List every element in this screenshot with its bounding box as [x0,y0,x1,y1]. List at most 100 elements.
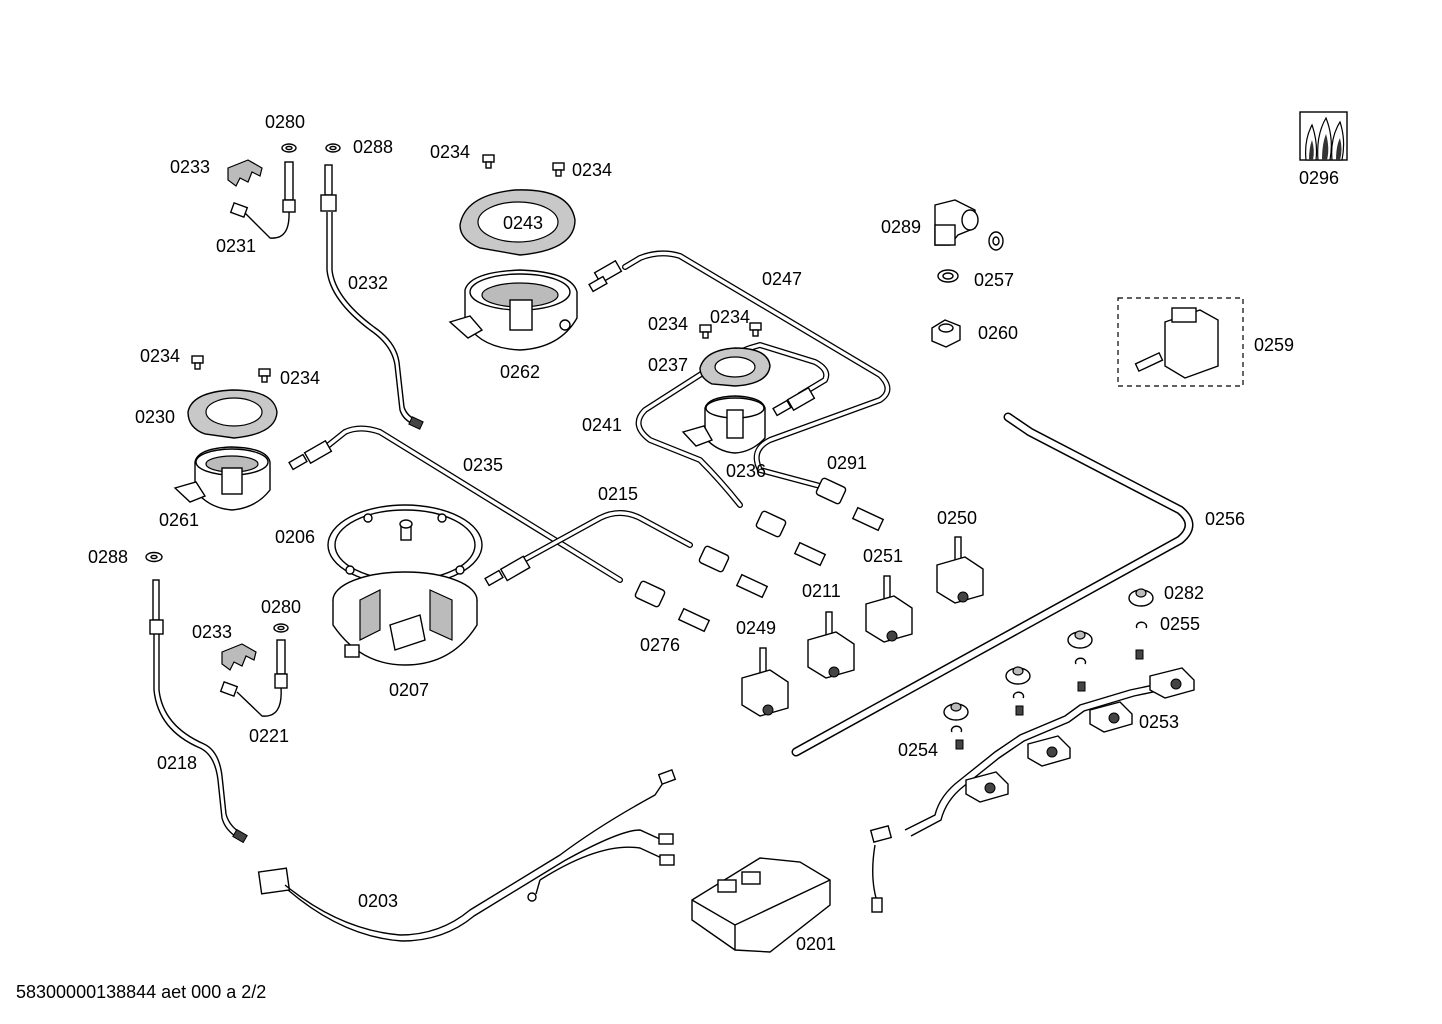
label-0234-b: 0234 [572,160,612,180]
fitting-0207-inlet [484,555,531,587]
burner-cup-0261 [173,446,271,511]
label-0234-c: 0234 [648,314,688,334]
injector-0249 [735,573,769,599]
label-0288-left: 0288 [88,547,128,567]
gas-valve-0251 [865,575,913,643]
label-0201: 0201 [796,934,836,954]
label-0282: 0282 [1164,583,1204,603]
injector-0211 [793,541,827,567]
label-0255: 0255 [1160,614,1200,634]
label-0276: 0276 [640,635,680,655]
label-0250: 0250 [937,508,977,528]
label-0234-f: 0234 [280,368,320,388]
nut-0215-end [698,545,730,573]
label-0237: 0237 [648,355,688,375]
label-0236: 0236 [726,461,766,481]
washer-0280-top [281,143,297,153]
spring-0254-d [955,739,964,750]
fitting-0261-inlet [288,439,333,471]
nut-0260 [931,319,961,348]
label-0249: 0249 [736,618,776,638]
bezel-0282-d [943,702,969,721]
label-0206: 0206 [275,527,315,547]
label-0262: 0262 [500,362,540,382]
spring-0254-b [1077,681,1086,692]
gasket-0230 [187,389,278,439]
screw-0234-b [552,162,565,177]
burner-base-0207 [332,571,478,666]
gas-valve-0250 [936,536,984,604]
clip-0233-top [227,159,263,187]
spring-0254-a [1135,649,1144,660]
label-0207: 0207 [389,680,429,700]
nut-0291 [815,477,847,505]
ignition-electrode-0221 [219,639,288,717]
ignition-switch-harness-0253 [869,667,1195,913]
label-0218: 0218 [157,753,197,773]
label-0233-bottom: 0233 [192,622,232,642]
label-0291: 0291 [827,453,867,473]
label-0232: 0232 [348,273,388,293]
label-0231: 0231 [216,236,256,256]
gas-valve-0211 [807,611,855,679]
bezel-0282-b [1067,630,1093,649]
label-0235: 0235 [463,455,503,475]
seal-ring-0289 [988,231,1004,251]
document-id: 58300000138844 aet 000 a 2/2 [16,982,266,1002]
label-0234-d: 0234 [710,307,750,327]
gas-valve-0249 [741,647,789,717]
gasket-0237 [699,347,771,387]
gas-pipe-0215 [517,510,693,565]
washer-0288-top [325,143,341,153]
bezel-0282-a [1128,588,1154,607]
injector-0251 [851,506,885,532]
circlip-0255-b [1074,657,1087,665]
label-0259: 0259 [1254,335,1294,355]
thermocouple-0232 [320,164,424,430]
circlip-0255-a [1135,621,1148,629]
gas-pipe-0235 [322,425,623,583]
flame-symbol-0296 [1299,111,1348,161]
nut-0235-end [634,580,666,608]
label-0211: 0211 [802,581,841,601]
gas-pipe-0256 [791,412,1194,757]
screw-0234-e [191,355,204,370]
elbow-connector-0289 [934,199,979,246]
label-0260: 0260 [978,323,1018,343]
label-0241: 0241 [582,415,622,435]
label-0233-top: 0233 [170,157,210,177]
clip-0233-bottom [221,643,257,671]
wiring-harness-0203 [257,769,677,942]
label-0280-bottom: 0280 [261,597,301,617]
gasket-0243 [459,189,576,256]
spring-0254-c [1015,705,1024,716]
screw-0234-c [699,324,712,339]
valve-group-0259 [1117,297,1244,387]
label-0215: 0215 [598,484,638,504]
label-0230: 0230 [135,407,175,427]
fitting-0262-inlet [588,259,623,293]
fitting-0236-inlet [772,386,816,417]
label-0243: 0243 [503,213,543,233]
label-0253: 0253 [1139,712,1179,732]
label-0251: 0251 [863,546,903,566]
label-0234-a: 0234 [430,142,470,162]
washer-0280-bottom [273,623,289,633]
label-0296: 0296 [1299,168,1339,188]
injector-0276 [677,607,711,633]
label-0288-top: 0288 [353,137,393,157]
burner-cup-0262 [448,269,578,351]
thermocouple-0218 [149,579,248,844]
circlip-0255-c [1012,691,1025,699]
ignition-electrode-0231 [229,161,296,239]
ignition-box-0201 [691,857,831,953]
nut-0241-end [755,510,787,538]
burner-cup-0236 [681,395,766,454]
label-0234-e: 0234 [140,346,180,366]
label-0289: 0289 [881,217,921,237]
screw-0234-a [482,154,495,169]
label-0280-top: 0280 [265,112,305,132]
washer-0288-left [145,551,163,563]
